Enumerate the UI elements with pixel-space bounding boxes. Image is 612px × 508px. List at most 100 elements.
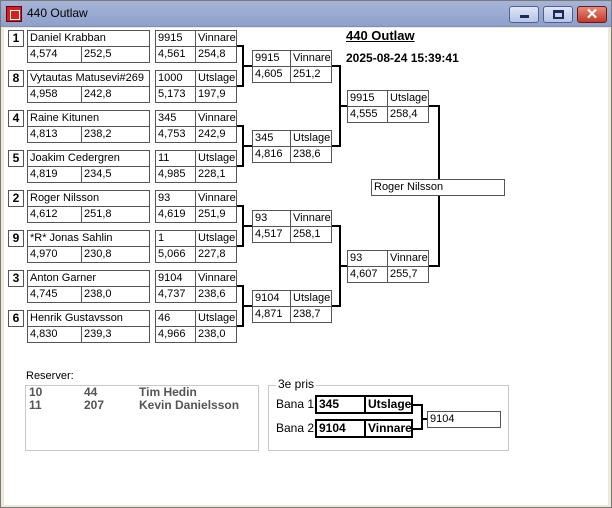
race-result: Vinnare [387, 250, 429, 267]
car-number: 9104 [315, 419, 366, 438]
bracket-connector [421, 404, 423, 430]
maximize-button[interactable] [543, 6, 573, 23]
event-title: 440 Outlaw [346, 28, 415, 43]
elapsed-time: 4,753 [155, 126, 196, 143]
bracket-connector [237, 85, 243, 87]
trap-speed: 197,9 [195, 86, 237, 103]
app-icon [6, 6, 22, 22]
bracket-connector [237, 245, 243, 247]
trap-speed: 238,0 [195, 326, 237, 343]
trap-speed: 238,0 [81, 286, 150, 303]
third-place-winner: 9104 [427, 411, 501, 428]
reserve-number: 44 [84, 385, 98, 399]
minimize-button[interactable] [509, 6, 539, 23]
bracket-connector [413, 404, 422, 406]
reserve-name: Kevin Danielsson [139, 398, 240, 412]
bracket-connector [237, 285, 243, 287]
driver-name: Daniel Krabban [27, 30, 150, 47]
car-number: 9104 [252, 290, 291, 307]
bracket-connector [242, 225, 252, 227]
race-result: Utslagen [290, 130, 332, 147]
elapsed-time: 4,830 [27, 326, 82, 343]
elapsed-time: 4,605 [252, 66, 291, 83]
elapsed-time: 4,816 [252, 146, 291, 163]
trap-speed: 238,2 [81, 126, 150, 143]
trap-speed: 238,6 [290, 146, 332, 163]
elapsed-time: 5,066 [155, 246, 196, 263]
third-place-group [268, 385, 509, 451]
trap-speed: 234,5 [81, 166, 150, 183]
seed-number: 8 [8, 70, 24, 87]
car-number: 1 [155, 230, 196, 247]
car-number: 1000 [155, 70, 196, 87]
elapsed-time: 4,737 [155, 286, 196, 303]
race-result: Utslagen [364, 395, 413, 414]
seed-number: 3 [8, 270, 24, 287]
car-number: 9915 [252, 50, 291, 67]
elapsed-time: 4,555 [347, 106, 388, 123]
trap-speed: 252,5 [81, 46, 150, 63]
elapsed-time: 4,517 [252, 226, 291, 243]
seed-number: 5 [8, 150, 24, 167]
seed-number: 2 [8, 190, 24, 207]
close-button[interactable]: ✕ [577, 6, 607, 23]
bracket-connector [332, 225, 340, 227]
race-result: Vinnare [364, 419, 413, 438]
reserves-label: Reserver: [24, 370, 76, 382]
champion-field: Roger Nilsson [371, 179, 505, 196]
elapsed-time: 4,958 [27, 86, 82, 103]
bracket-connector [339, 265, 347, 267]
reserve-number: 207 [84, 398, 105, 412]
trap-speed: 254,8 [195, 46, 237, 63]
bracket-connector [421, 418, 428, 420]
trap-speed: 228,1 [195, 166, 237, 183]
trap-speed: 242,8 [81, 86, 150, 103]
seed-number: 6 [8, 310, 24, 327]
race-result: Vinnare [290, 210, 332, 227]
bracket-connector [242, 65, 252, 67]
seed-number: 9 [8, 230, 24, 247]
car-number: 345 [315, 395, 366, 414]
race-result: Vinnare [195, 270, 237, 287]
bracket-connector [242, 305, 252, 307]
race-result: Utslagen [290, 290, 332, 307]
elapsed-time: 4,970 [27, 246, 82, 263]
elapsed-time: 4,607 [347, 266, 388, 283]
trap-speed: 258,1 [290, 226, 332, 243]
trap-speed: 251,9 [195, 206, 237, 223]
driver-name: Vytautas Matusevi#269 [27, 70, 150, 87]
elapsed-time: 4,819 [27, 166, 82, 183]
title-bar[interactable]: 440 Outlaw ✕ [1, 1, 611, 27]
race-result: Utslagen [195, 70, 237, 87]
trap-speed: 251,2 [290, 66, 332, 83]
race-result: Vinnare [195, 110, 237, 127]
trap-speed: 230,8 [81, 246, 150, 263]
race-result: Vinnare [195, 30, 237, 47]
elapsed-time: 4,619 [155, 206, 196, 223]
minimize-icon [520, 15, 529, 18]
seed-number: 4 [8, 110, 24, 127]
bracket-connector [242, 145, 252, 147]
car-number: 11 [155, 150, 196, 167]
bracket-connector [332, 305, 340, 307]
bracket-connector [332, 65, 340, 67]
seed-number: 1 [8, 30, 24, 47]
car-number: 345 [252, 130, 291, 147]
race-result: Vinnare [195, 190, 237, 207]
elapsed-time: 4,966 [155, 326, 196, 343]
event-datetime: 2025-08-24 15:39:41 [346, 51, 459, 65]
lane-label: Bana 2 [276, 421, 315, 435]
race-result: Utslagen [387, 90, 429, 107]
reserve-name: Tim Hedin [139, 385, 197, 399]
elapsed-time: 4,745 [27, 286, 82, 303]
car-number: 93 [252, 210, 291, 227]
elapsed-time: 4,612 [27, 206, 82, 223]
race-result: Utslagen [195, 230, 237, 247]
race-result: Vinnare [290, 50, 332, 67]
elapsed-time: 4,574 [27, 46, 82, 63]
lane-label: Bana 1 [276, 397, 315, 411]
car-number: 46 [155, 310, 196, 327]
bracket-connector [332, 145, 340, 147]
trap-speed: 239,3 [81, 326, 150, 343]
